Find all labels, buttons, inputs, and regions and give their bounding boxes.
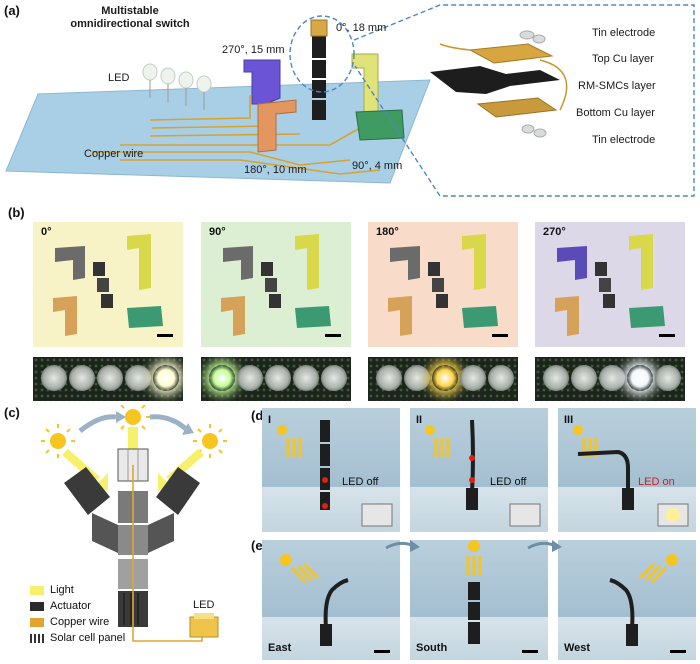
state-panel-2: 180° bbox=[368, 222, 518, 347]
frame-roman: II bbox=[416, 414, 423, 426]
panel-label-a: (a) bbox=[4, 3, 20, 18]
state-illustration bbox=[221, 234, 331, 336]
actuator-sketch bbox=[466, 540, 482, 644]
panel-e-arrows bbox=[385, 540, 562, 552]
led-strip-3 bbox=[535, 357, 685, 401]
layer-label-tin-bottom: Tin electrode bbox=[592, 134, 656, 146]
led-bulb bbox=[432, 365, 458, 391]
led-bulb bbox=[153, 365, 179, 391]
legend-label: Actuator bbox=[50, 600, 91, 612]
frame-roman: I bbox=[268, 414, 272, 426]
led-bulb bbox=[69, 365, 95, 391]
actuator-sketch bbox=[609, 554, 678, 646]
position-90: 90°, 4 mm bbox=[352, 160, 403, 172]
legend-swatch bbox=[30, 634, 44, 643]
legend-label: Light bbox=[50, 584, 74, 596]
frame-roman: III bbox=[564, 414, 574, 426]
direction-label: West bbox=[564, 642, 591, 654]
led-bulb bbox=[655, 365, 681, 391]
copper-wire-label: Copper wire bbox=[84, 148, 144, 160]
legend-item: Light bbox=[30, 584, 74, 596]
led-bulb bbox=[488, 365, 514, 391]
scale-bar bbox=[492, 334, 508, 337]
layer-label-bottom-cu: Bottom Cu layer bbox=[576, 107, 655, 119]
scale-bar bbox=[374, 650, 390, 653]
led-bulb bbox=[97, 365, 123, 391]
panel-a-illustration bbox=[5, 4, 695, 197]
state-angle-label: 90° bbox=[209, 226, 226, 238]
led-bulb bbox=[237, 365, 263, 391]
panel-c-illustration bbox=[41, 405, 227, 642]
led-bulb bbox=[125, 365, 151, 391]
photo-e-0: East bbox=[262, 540, 400, 660]
led-bulb bbox=[265, 365, 291, 391]
led-bulb bbox=[627, 365, 653, 391]
actuator-sketch bbox=[573, 425, 689, 527]
led-bulb bbox=[599, 365, 625, 391]
legend-swatch bbox=[30, 618, 44, 627]
panel-label-b: (b) bbox=[8, 205, 25, 220]
state-panel-1: 90° bbox=[201, 222, 351, 347]
led-bulb bbox=[321, 365, 347, 391]
led-strip-0 bbox=[33, 357, 183, 401]
actuator-sketch bbox=[280, 554, 349, 646]
legend-item: Solar cell panel bbox=[30, 632, 125, 644]
led-status: LED on bbox=[638, 476, 675, 488]
position-270: 270°, 15 mm bbox=[222, 44, 285, 56]
legend-label: Copper wire bbox=[50, 616, 110, 628]
led-bulb bbox=[41, 365, 67, 391]
state-illustration bbox=[388, 234, 498, 336]
led-bulb bbox=[376, 365, 402, 391]
panel-label-c: (c) bbox=[4, 405, 20, 420]
scale-bar bbox=[522, 650, 538, 653]
position-0: 0°, 18 mm bbox=[336, 22, 387, 34]
led-strip-2 bbox=[368, 357, 518, 401]
layer-label-tin-top: Tin electrode bbox=[592, 27, 656, 39]
photo-d-2: III LED on bbox=[558, 408, 696, 532]
state-angle-label: 0° bbox=[41, 226, 52, 238]
led-status: LED off bbox=[342, 476, 379, 488]
direction-label: South bbox=[416, 642, 448, 654]
led-cluster-a bbox=[142, 63, 212, 93]
state-illustration bbox=[53, 234, 163, 336]
led-bulb bbox=[543, 365, 569, 391]
photo-d-0: I LED off bbox=[262, 408, 400, 532]
position-180: 180°, 10 mm bbox=[244, 164, 307, 176]
switch-title: Multistable omnidirectional switch bbox=[70, 5, 190, 30]
scale-bar bbox=[157, 334, 173, 337]
photo-e-1: South bbox=[410, 540, 548, 660]
legend-item: Actuator bbox=[30, 600, 91, 612]
led-bulb bbox=[293, 365, 319, 391]
state-panel-0: 0° bbox=[33, 222, 183, 347]
state-panel-3: 270° bbox=[535, 222, 685, 347]
layer-label-top-cu: Top Cu layer bbox=[592, 53, 654, 65]
photo-d-1: II LED off bbox=[410, 408, 548, 532]
scale-bar bbox=[325, 334, 341, 337]
led-bulb bbox=[404, 365, 430, 391]
led-bulb bbox=[209, 365, 235, 391]
actuator-sketch bbox=[277, 420, 393, 527]
led-bulb bbox=[460, 365, 486, 391]
state-angle-label: 180° bbox=[376, 226, 399, 238]
led-status: LED off bbox=[490, 476, 527, 488]
actuator-sketch bbox=[425, 419, 541, 527]
scale-bar bbox=[659, 334, 675, 337]
state-illustration bbox=[555, 234, 665, 336]
legend-swatch bbox=[30, 586, 44, 595]
scale-bar bbox=[670, 650, 686, 653]
legend-item: Copper wire bbox=[30, 616, 109, 628]
legend-label: Solar cell panel bbox=[50, 632, 126, 644]
state-angle-label: 270° bbox=[543, 226, 566, 238]
photo-e-2: West bbox=[558, 540, 696, 660]
panel-c-led-label: LED bbox=[193, 599, 215, 611]
direction-label: East bbox=[268, 642, 292, 654]
led-label-a: LED bbox=[108, 72, 130, 84]
led-bulb bbox=[571, 365, 597, 391]
legend-swatch bbox=[30, 602, 44, 611]
layer-label-rm-smcs: RM-SMCs layer bbox=[578, 80, 656, 92]
led-strip-1 bbox=[201, 357, 351, 401]
